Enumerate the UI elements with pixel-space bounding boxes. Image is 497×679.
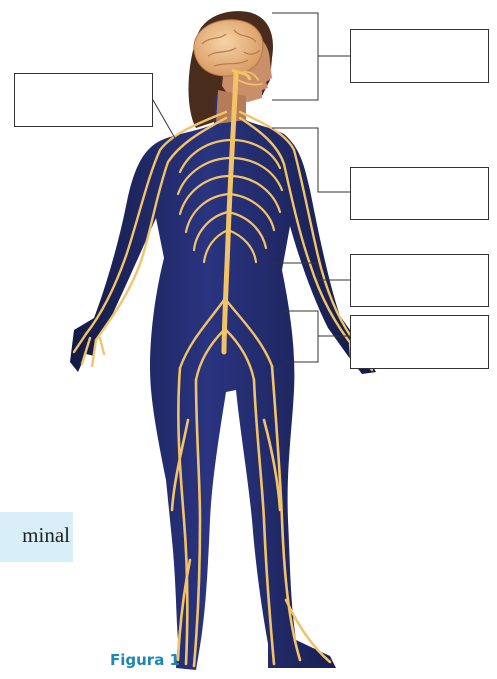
side-note-box: minal (0, 512, 73, 562)
body-silhouette (70, 96, 376, 670)
label-box-right-1[interactable] (350, 29, 489, 83)
label-box-left[interactable] (14, 73, 153, 127)
figure-caption: Figura 1 (110, 651, 180, 669)
label-box-right-2[interactable] (350, 167, 489, 220)
label-box-right-4[interactable] (350, 315, 489, 369)
label-box-right-3[interactable] (350, 254, 489, 307)
side-note-text: minal (22, 523, 70, 548)
